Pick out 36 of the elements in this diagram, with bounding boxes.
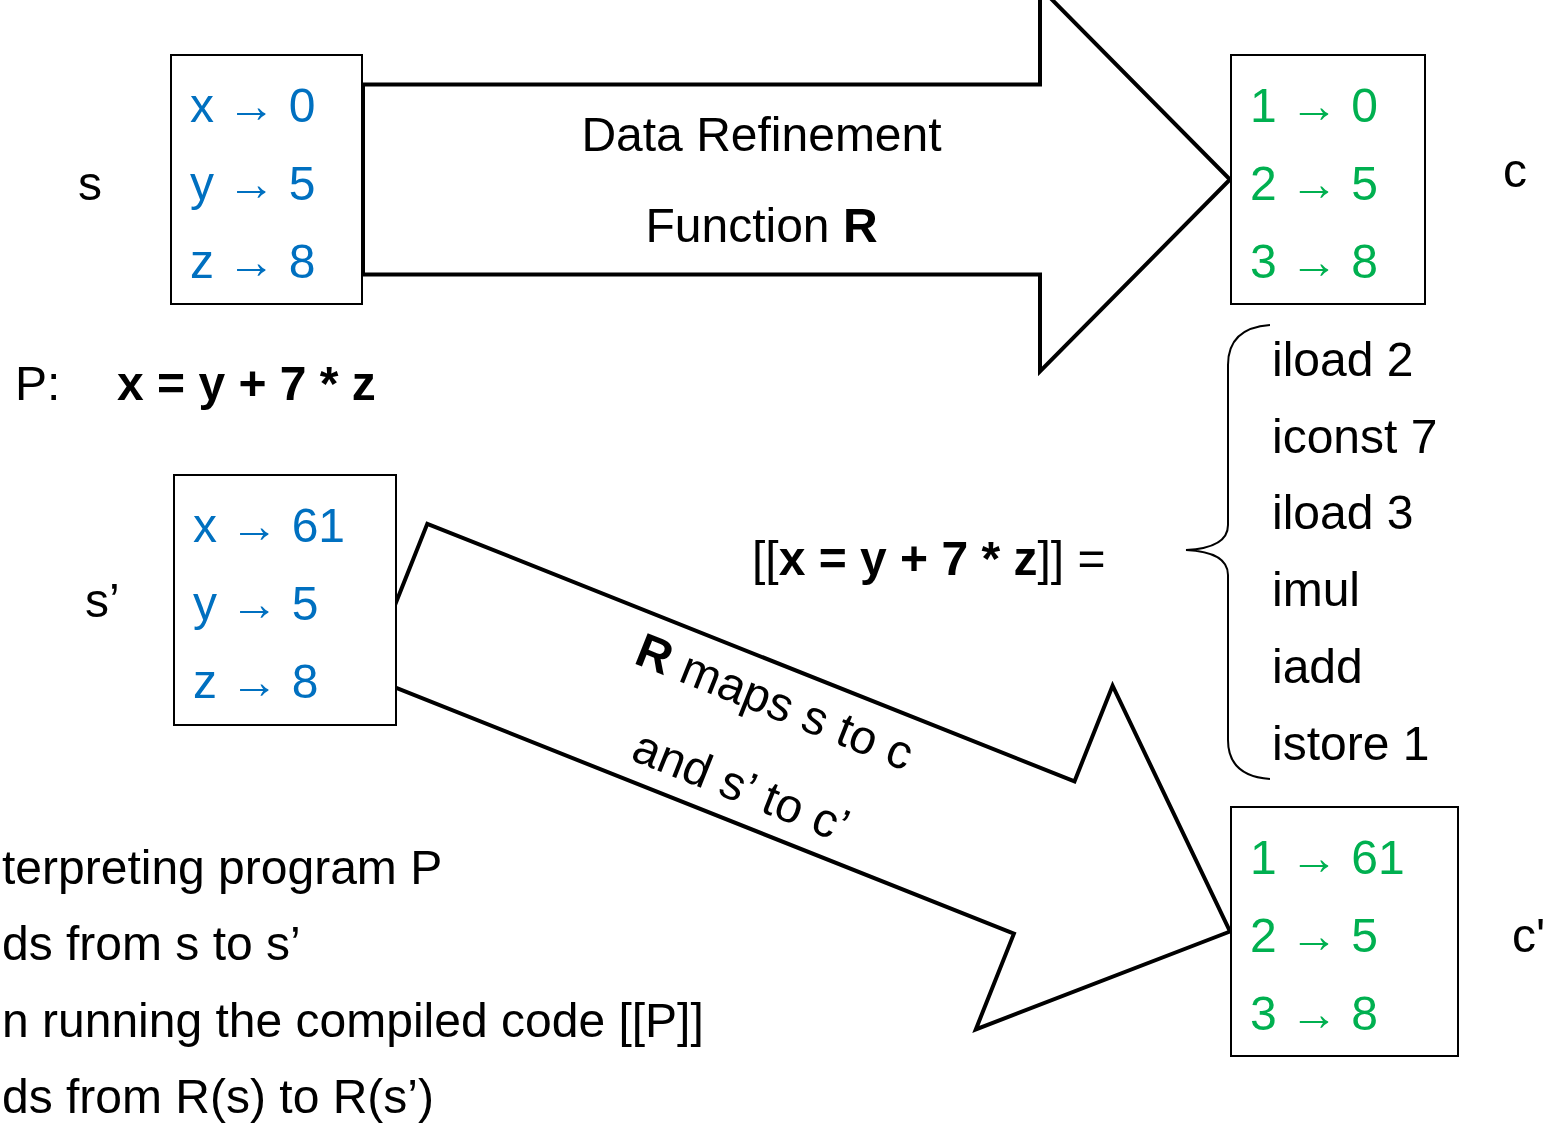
state-label: c [1503,147,1527,195]
text-line: n running the compiled code [[P]] [2,997,704,1045]
mapping-entry: y → 5 [190,160,316,208]
text-line: terpreting program P [2,844,443,892]
instruction: iconst 7 [1272,413,1438,461]
state-label: s [78,160,102,208]
instruction: iload 2 [1272,336,1414,384]
mapping-entry: z → 8 [190,238,316,286]
instruction: iload 3 [1272,489,1414,537]
state-label: s’ [85,577,120,625]
mapping-entry: x → 0 [190,82,316,130]
state-box [173,474,397,726]
equation: [[x = y + 7 * z]] = [752,535,1106,583]
edge-label: R maps s to c and s’ to c’ [624,621,922,855]
instruction: istore 1 [1272,720,1430,768]
mapping-entry: 2 → 5 [1250,160,1379,208]
mapping-entry: 1 → 61 [1250,834,1405,882]
label: P: [15,360,61,408]
mapping-entry: 3 → 8 [1250,990,1379,1038]
text-line: ds from s to s’ [2,920,301,968]
text-line: ds from R(s) to R(s’) [2,1073,434,1121]
state-label: c' [1512,912,1546,960]
block-arrow [361,0,1233,377]
state-box [170,54,363,305]
mapping-entry: y → 5 [193,580,319,628]
state-box [1230,54,1426,305]
mapping-entry: 1 → 0 [1250,82,1379,130]
state-box [1230,806,1459,1057]
mapping-entry: x → 61 [193,502,346,550]
edge-label: Data Refinement Function R [580,106,943,254]
instruction: iadd [1272,643,1363,691]
mapping-entry: 2 → 5 [1250,912,1379,960]
mapping-entry: z → 8 [193,658,319,706]
instruction: imul [1272,566,1360,614]
mapping-entry: 3 → 8 [1250,238,1379,286]
statement: x = y + 7 * z [117,360,376,408]
